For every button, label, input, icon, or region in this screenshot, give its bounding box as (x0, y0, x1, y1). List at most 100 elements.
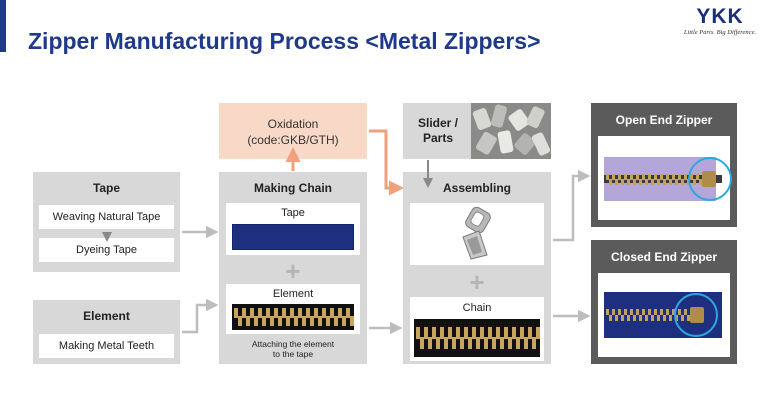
zipper-tooth (687, 315, 690, 321)
zipper-tooth (512, 327, 516, 339)
zipper-tooth (306, 308, 310, 318)
zipper-tooth (532, 337, 536, 349)
zipper-tooth (669, 315, 672, 321)
zipper-tooth (524, 337, 528, 349)
zipper-tooth (496, 327, 500, 339)
slider-parts-photo (471, 103, 551, 159)
zipper-tooth (672, 174, 675, 180)
zipper-tooth (675, 179, 678, 185)
zipper-tooth (504, 327, 508, 339)
zipper-tooth (266, 308, 270, 318)
tape-panel-title: Tape (92, 181, 121, 195)
zipper-slider-image (462, 207, 491, 260)
zipper-tooth (657, 315, 660, 321)
zipper-tooth (500, 337, 504, 349)
zipper-tooth (238, 316, 242, 326)
zipper-tooth (615, 315, 618, 321)
zipper-tooth (484, 337, 488, 349)
zipper-tooth (480, 327, 484, 339)
zipper-tooth (615, 179, 618, 185)
chain-element-card: Element (226, 284, 360, 334)
zipper-tooth (654, 174, 657, 180)
zipper-tooth (606, 309, 609, 315)
zipper-tooth (492, 337, 496, 349)
metal-chain-image (414, 319, 540, 357)
zipper-tooth (636, 309, 639, 315)
logo-wordmark: YKK (696, 5, 744, 28)
navy-tape-image (232, 224, 354, 250)
zipper-tooth (528, 327, 532, 339)
zipper-tooth (696, 174, 699, 180)
zipper-tooth (270, 316, 274, 326)
zipper-tooth (639, 315, 642, 321)
attach-caption-line2: to the tape (272, 349, 314, 359)
zipper-tooth (452, 337, 456, 349)
zipper-tooth (536, 327, 540, 339)
zipper-tooth (618, 174, 621, 180)
zipper-tooth (330, 308, 334, 318)
ykk-logo: YKK Little Parts. Big Difference. (678, 6, 762, 37)
zipper-tooth (633, 179, 636, 185)
zipper-tooth (657, 179, 660, 185)
zipper-tooth (636, 174, 639, 180)
zipper-tooth (645, 315, 648, 321)
chain-card: Chain (410, 297, 544, 361)
oxidation-to-assembling-arrow (369, 129, 404, 196)
zipper-tooth (663, 315, 666, 321)
zipper-tooth (278, 316, 282, 326)
zipper-tooth (609, 179, 612, 185)
zipper-tooth (338, 308, 342, 318)
making-chain-panel: Making Chain Tape + Element Attaching th… (219, 172, 367, 364)
zipper-tooth (444, 337, 448, 349)
zipper-tooth (666, 174, 669, 180)
zipper-tooth (669, 179, 672, 185)
zipper-tooth (675, 315, 678, 321)
dyeing-tape-step: Dyeing Tape (39, 238, 174, 262)
zipper-tooth (472, 327, 476, 339)
zipper-tooth (428, 337, 432, 349)
open-end-zipper-image (604, 157, 732, 201)
zipper-tooth (681, 315, 684, 321)
attach-caption-line1: Attaching the element (251, 339, 335, 349)
open-end-image-frame (598, 136, 732, 220)
zipper-tooth (624, 309, 627, 315)
zipper-tooth (318, 316, 322, 326)
plus-sign: + (285, 256, 301, 286)
zipper-tooth (250, 308, 254, 318)
zipper-tooth (678, 174, 681, 180)
assembling-to-open-end-arrow (553, 169, 591, 242)
making-metal-teeth-step: Making Metal Teeth (39, 334, 174, 358)
zipper-tooth (326, 316, 330, 326)
title-accent-bar (0, 0, 6, 52)
zipper-tooth (630, 174, 633, 180)
closed-end-zipper-title: Closed End Zipper (610, 250, 717, 264)
zipper-tooth (672, 309, 675, 315)
logo-tagline: Little Parts. Big Difference. (683, 29, 757, 36)
chain-tape-card: Tape (226, 203, 360, 255)
zipper-tooth (262, 316, 266, 326)
zipper-tooth (663, 179, 666, 185)
oxidation-code: (code:GKB/GTH) (247, 133, 339, 147)
zipper-tooth (648, 309, 651, 315)
zipper-tooth (488, 327, 492, 339)
zipper-tooth (627, 179, 630, 185)
zipper-tooth (621, 179, 624, 185)
zipper-tooth (416, 327, 420, 339)
zipper-tooth (693, 179, 696, 185)
zipper-tooth (684, 309, 687, 315)
zipper-tooth (440, 327, 444, 339)
zipper-tooth (476, 337, 480, 349)
zipper-tooth (258, 308, 262, 318)
zipper-tooth (274, 308, 278, 318)
zipper-tooth (660, 174, 663, 180)
zipper-tooth (314, 308, 318, 318)
zipper-tooth (660, 309, 663, 315)
zipper-tooth (294, 316, 298, 326)
zipper-tooth (290, 308, 294, 318)
zipper-tooth (322, 308, 326, 318)
tape-panel: Tape Weaving Natural Tape Dyeing Tape (33, 172, 180, 272)
zipper-tooth (630, 309, 633, 315)
zipper-tooth (508, 337, 512, 349)
closed-end-zipper-panel: Closed End Zipper (591, 240, 737, 364)
oxidation-label: Oxidation (267, 117, 319, 131)
